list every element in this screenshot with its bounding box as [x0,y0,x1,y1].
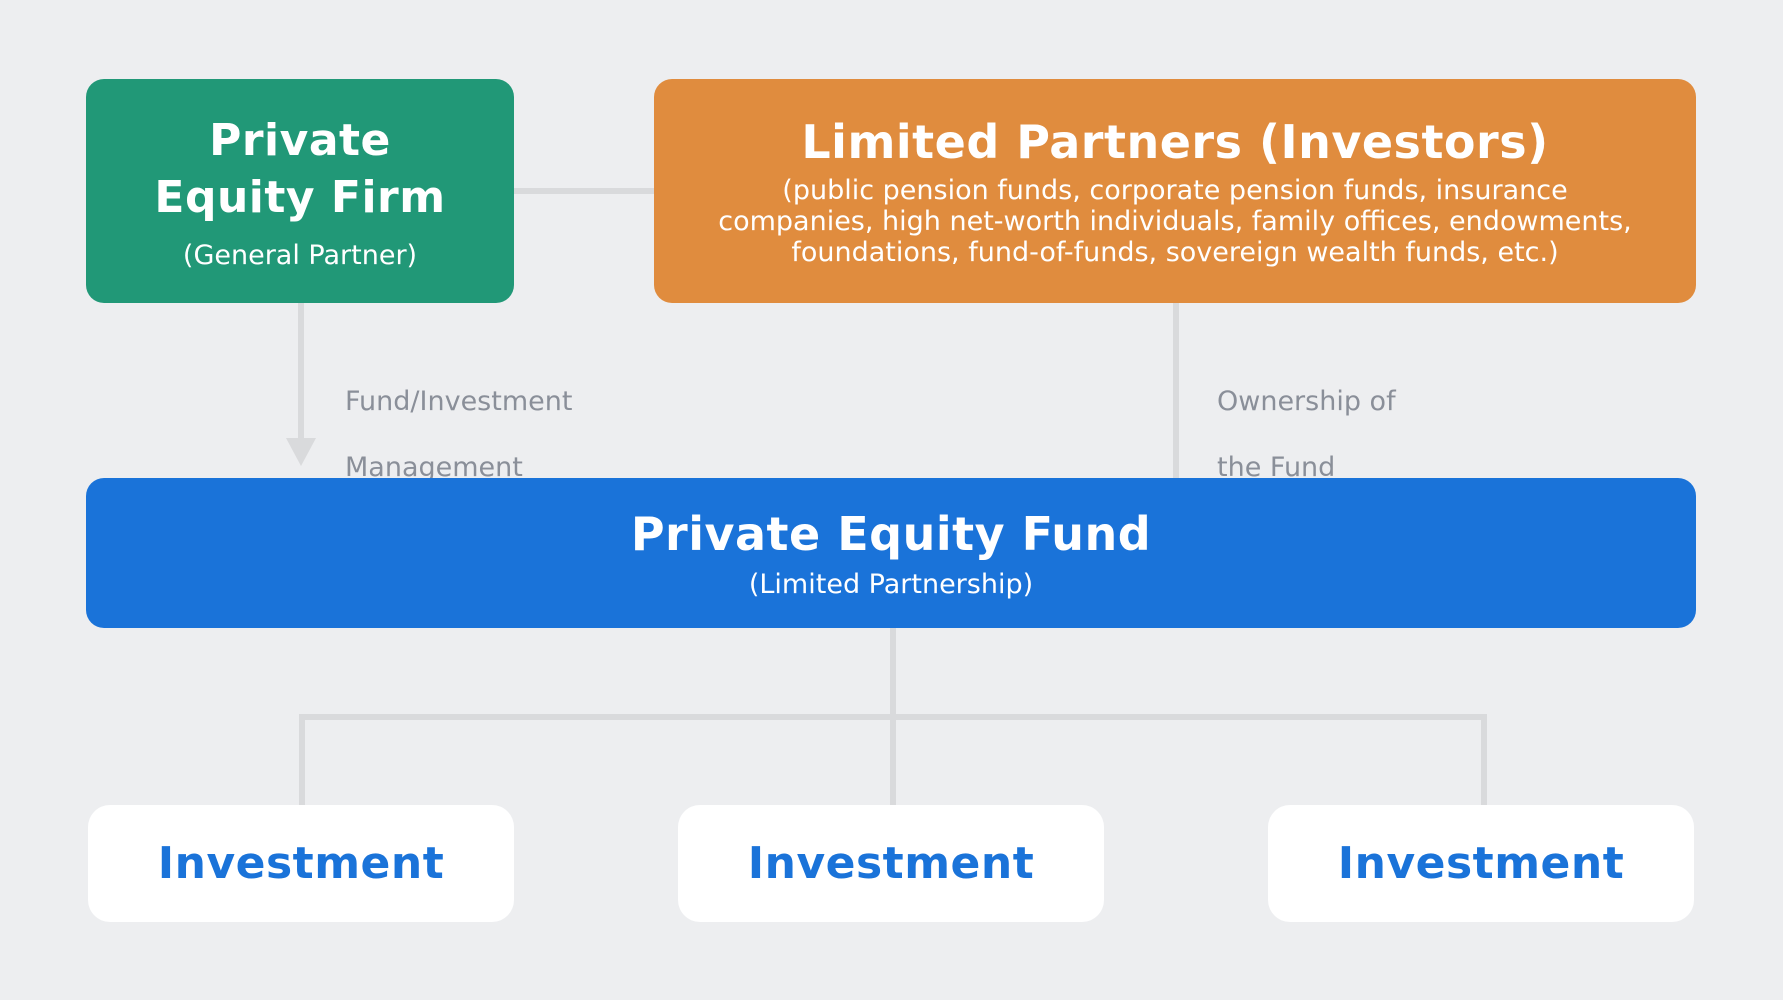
general-partner-title-line1: Private [209,114,391,166]
limited-partners-description: (public pension funds, corporate pension… [678,175,1672,268]
management-arrowhead [286,438,316,466]
investment-node-3: Investment [1268,805,1694,922]
investment-title: Investment [1337,838,1625,889]
ownership-label-line2: the Fund [1217,452,1336,483]
investment-node-2: Investment [678,805,1104,922]
general-partner-title-line2: Equity Firm [154,171,446,223]
private-equity-fund-node: Private Equity Fund (Limited Partnership… [86,478,1696,628]
limited-partners-title: Limited Partners (Investors) [801,114,1549,169]
limited-partners-description-line1: (public pension funds, corporate pension… [782,174,1568,206]
investment-node-1: Investment [88,805,514,922]
investment-title: Investment [157,838,445,889]
fund-title: Private Equity Fund [630,506,1152,561]
limited-partners-description-line2: companies, high net-worth individuals, f… [718,205,1632,237]
management-label-line1: Fund/Investment [345,386,573,417]
ownership-label-line1: Ownership of [1217,386,1396,417]
ownership-edge-label: Ownership of the Fund [1217,352,1396,517]
limited-partners-description-line3: foundations, fund-of-funds, sovereign we… [791,236,1559,268]
investment-branch-connector [299,714,1487,805]
investment-title: Investment [747,838,1035,889]
management-edge-label: Fund/Investment Management [345,352,572,517]
general-partner-node: Private Equity Firm (General Partner) [86,79,514,303]
management-label-line2: Management [345,452,523,483]
fund-subtitle: (Limited Partnership) [748,568,1034,600]
general-partner-subtitle: (General Partner) [182,239,418,271]
limited-partners-node: Limited Partners (Investors) (public pen… [654,79,1696,303]
